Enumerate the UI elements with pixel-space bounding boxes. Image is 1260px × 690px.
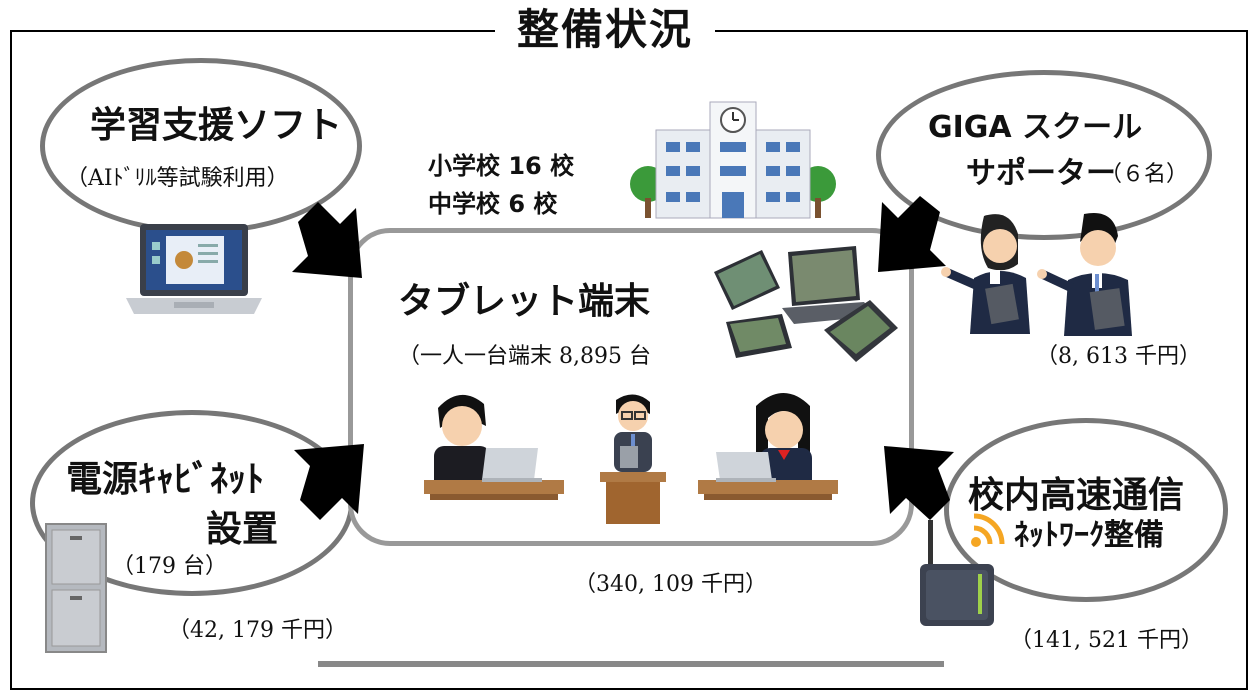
giga-title-line2: サポーター — [966, 156, 1116, 191]
arrow-bottom-left — [294, 444, 364, 520]
giga-oval — [876, 70, 1212, 240]
student-icon — [424, 394, 564, 500]
teacher-icon — [600, 394, 666, 524]
software-title: 学習支援ソフト — [90, 105, 343, 146]
arrow-top-left — [292, 202, 362, 278]
student-icon-2 — [698, 393, 838, 500]
arrow-bottom-right — [884, 446, 954, 520]
arrow-software — [292, 196, 954, 520]
cabinet-title-line2: 設置 — [206, 509, 279, 550]
network-title-line2: ﾈｯﾄﾜｰｸ整備 — [1014, 518, 1164, 553]
tablet-title: タブレット端末 — [398, 281, 651, 322]
network-cost: （141, 521 千円） — [1010, 628, 1203, 653]
cabinet-title-line1: 電源ｷｬﾋﾞﾈｯﾄ — [66, 459, 265, 500]
school-count-junior-high: 中学校 6 校 — [428, 190, 558, 218]
software-note: （AIﾄﾞﾘﾙ等試験利用） — [66, 166, 289, 191]
wifi-icon — [971, 513, 1005, 547]
tablet-devices-icon — [714, 246, 898, 362]
giga-count: （６名） — [1100, 162, 1189, 187]
router-icon — [920, 520, 994, 626]
cabinet-count: （179 台） — [112, 554, 227, 579]
school-count-elementary: 小学校 16 校 — [428, 152, 575, 180]
tablet-note: （一人一台端末 8,895 台 — [398, 344, 651, 369]
cabinet-icon — [45, 523, 107, 653]
giga-title-line1: GIGA スクール — [928, 110, 1143, 145]
network-title-line1: 校内高速通信 — [968, 475, 1185, 516]
bottom-divider — [318, 661, 944, 667]
page-title: 整備状況 — [495, 4, 715, 56]
support-staff-icon — [941, 212, 1132, 336]
laptop-icon — [126, 224, 262, 314]
giga-cost: （8, 613 千円） — [1036, 344, 1201, 369]
cabinet-cost: （42, 179 千円） — [168, 618, 347, 643]
school-building-icon — [630, 101, 836, 219]
tablet-cost: （340, 109 千円） — [574, 572, 767, 597]
arrow-top-right — [878, 196, 946, 272]
